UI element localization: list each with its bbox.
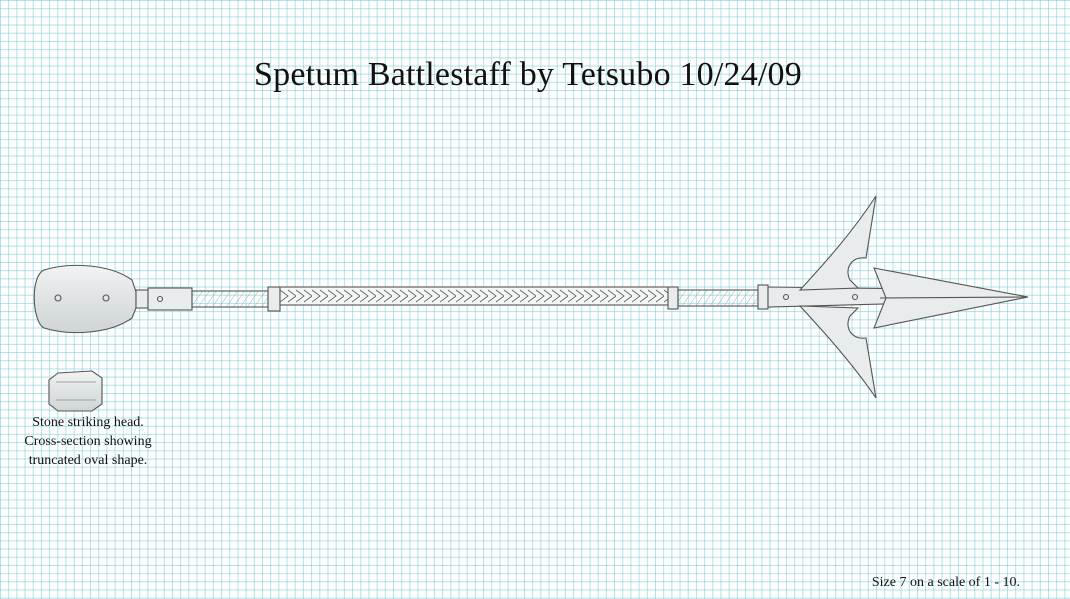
braided-grip (279, 286, 669, 306)
butt-socket (147, 287, 193, 311)
caption-line: Stone striking head. (32, 415, 144, 430)
size-scale-note: Size 7 on a scale of 1 - 10. (871, 575, 1020, 590)
lower-side-blade (798, 305, 877, 399)
spear-blade (873, 267, 1029, 329)
drawing-title: Spetum Battlestaff by Tetsubo 10/24/09 (254, 56, 802, 93)
head-collar (757, 284, 769, 310)
stone-striking-head (33, 264, 149, 334)
lower-grip-collar (267, 286, 281, 312)
cross-section-caption: Stone striking head. Cross-section showi… (8, 413, 168, 470)
upper-shaft (677, 289, 759, 307)
upper-grip-collar (667, 286, 679, 310)
lower-shaft (191, 290, 269, 308)
upper-side-blade (798, 195, 877, 291)
caption-line: Cross-section showing (24, 434, 152, 449)
head-rivet-left (54, 294, 62, 302)
cross-section-view (48, 370, 103, 412)
caption-line: truncated oval shape. (28, 453, 148, 468)
head-rivet-right (102, 294, 110, 302)
